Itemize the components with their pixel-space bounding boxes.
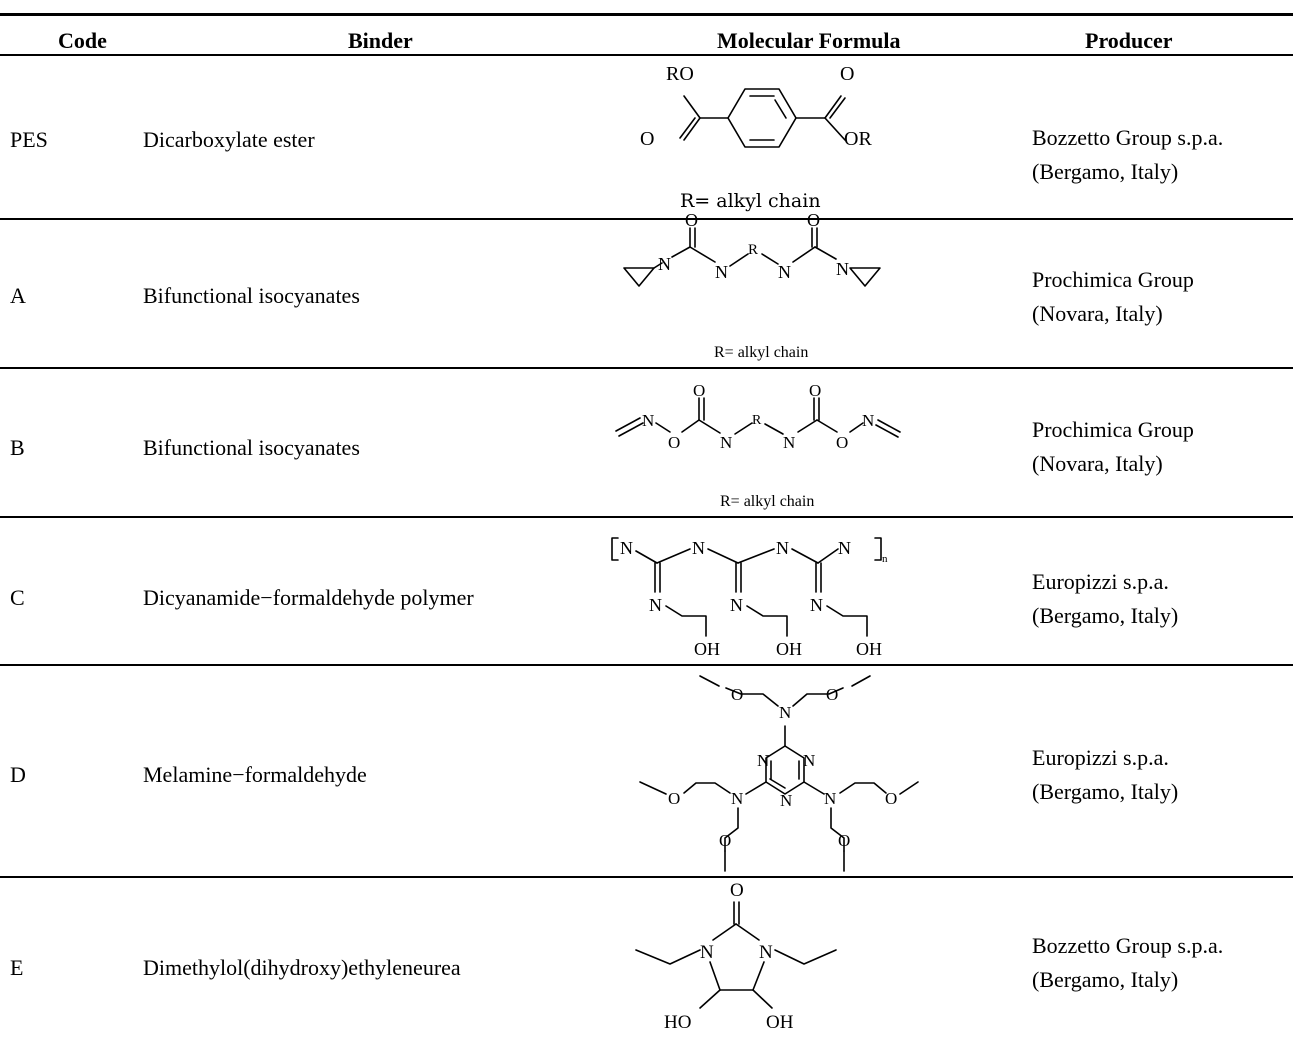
code-cell: D (10, 762, 26, 787)
formula-dimethylol-ethyleneurea: O N N HO OH (635, 880, 837, 1033)
formula-melamine-formaldehyde: N N N N O O N O O N O (639, 675, 919, 872)
atom-label: N (731, 789, 743, 808)
atom-label: O (693, 381, 705, 400)
producer-location: (Bergamo, Italy) (1032, 603, 1179, 628)
atom-label: O (885, 789, 897, 808)
binder-cell: Bifunctional isocyanates (143, 283, 360, 308)
formula-note: R= alkyl chain (680, 190, 821, 212)
atom-label: O (640, 128, 654, 150)
producer-location: (Novara, Italy) (1032, 451, 1163, 476)
formula-aziridine-urea: N O N R N O N R= alkyl chain (623, 210, 881, 361)
atom-label: O (807, 210, 820, 230)
atom-label: O (719, 831, 731, 850)
atom-label: N (730, 595, 743, 615)
row-divider (0, 664, 1293, 666)
atom-label: N (779, 703, 791, 722)
atom-label: OH (766, 1012, 794, 1033)
atom-label: O (809, 381, 821, 400)
atom-label: O (668, 789, 680, 808)
atom-label: O (836, 433, 848, 452)
binder-cell: Melamine−formaldehyde (143, 762, 367, 787)
atom-label: N (700, 942, 714, 963)
atom-label: O (731, 685, 743, 704)
producer-name: Europizzi s.p.a. (1032, 745, 1169, 770)
atom-label: N (720, 433, 732, 452)
atom-label: OH (694, 639, 720, 659)
header-molecular-formula: Molecular Formula (717, 28, 901, 53)
atom-label: N (783, 433, 795, 452)
binder-cell: Dimethylol(dihydroxy)ethyleneurea (143, 955, 461, 980)
formula-note: R= alkyl chain (714, 344, 808, 361)
atom-label: O (685, 210, 698, 230)
atom-label: N (759, 942, 773, 963)
code-cell: PES (10, 127, 48, 152)
atom-label: O (668, 433, 680, 452)
atom-label: N (776, 538, 789, 558)
atom-label: N (780, 791, 792, 810)
atom-label: R (752, 413, 762, 428)
atom-label: N (838, 538, 851, 558)
binder-cell: Dicarboxylate ester (143, 127, 315, 152)
atom-label: R (748, 242, 758, 258)
atom-label: O (826, 685, 838, 704)
atom-label: N (803, 751, 815, 770)
atom-label: OR (844, 128, 872, 150)
atom-label: N (620, 538, 633, 558)
atom-label: N (836, 259, 849, 279)
atom-label: n (882, 553, 888, 565)
atom-label: RO (666, 63, 694, 85)
producer-location: (Novara, Italy) (1032, 301, 1163, 326)
producer-name: Europizzi s.p.a. (1032, 569, 1169, 594)
producer-name: Prochimica Group (1032, 267, 1194, 292)
atom-label: N (824, 789, 836, 808)
row-divider (0, 516, 1293, 518)
atom-label: O (730, 880, 744, 901)
atom-label: N (862, 411, 874, 430)
binder-cell: Bifunctional isocyanates (143, 435, 360, 460)
atom-label: N (642, 411, 654, 430)
atom-label: N (715, 262, 728, 282)
formula-oxime-urea: N O O N R N O O N R= alkyl chain (615, 381, 901, 510)
atom-label: N (649, 595, 662, 615)
atom-label: N (658, 254, 671, 274)
atom-label: N (810, 595, 823, 615)
formula-dicarboxylate-ester: RO O O OR R= alkyl chain (640, 63, 872, 212)
atom-label: O (838, 831, 850, 850)
producer-name: Bozzetto Group s.p.a. (1032, 933, 1224, 958)
header-code: Code (58, 28, 107, 53)
header-producer: Producer (1085, 28, 1173, 53)
row-divider (0, 876, 1293, 878)
code-cell: A (10, 283, 26, 308)
code-cell: B (10, 435, 25, 460)
table-top-rule (0, 13, 1293, 16)
atom-label: N (778, 262, 791, 282)
binder-cell: Dicyanamide−formaldehyde polymer (143, 585, 474, 610)
row-divider (0, 218, 1293, 220)
code-cell: E (10, 955, 24, 980)
formula-dicyanamide-polymer: n N N N N N N N OH O (611, 537, 888, 659)
atom-label: N (692, 538, 705, 558)
header-binder: Binder (348, 28, 413, 53)
code-cell: C (10, 585, 25, 610)
atom-label: O (840, 63, 854, 85)
producer-name: Prochimica Group (1032, 417, 1194, 442)
atom-label: OH (776, 639, 802, 659)
atom-label: N (757, 751, 769, 770)
header-rule (0, 54, 1293, 56)
row-divider (0, 367, 1293, 369)
producer-location: (Bergamo, Italy) (1032, 967, 1179, 992)
producer-location: (Bergamo, Italy) (1032, 779, 1179, 804)
producer-name: Bozzetto Group s.p.a. (1032, 125, 1224, 150)
producer-location: (Bergamo, Italy) (1032, 159, 1179, 184)
atom-label: OH (856, 639, 882, 659)
formula-note: R= alkyl chain (720, 493, 814, 510)
atom-label: HO (664, 1012, 691, 1033)
